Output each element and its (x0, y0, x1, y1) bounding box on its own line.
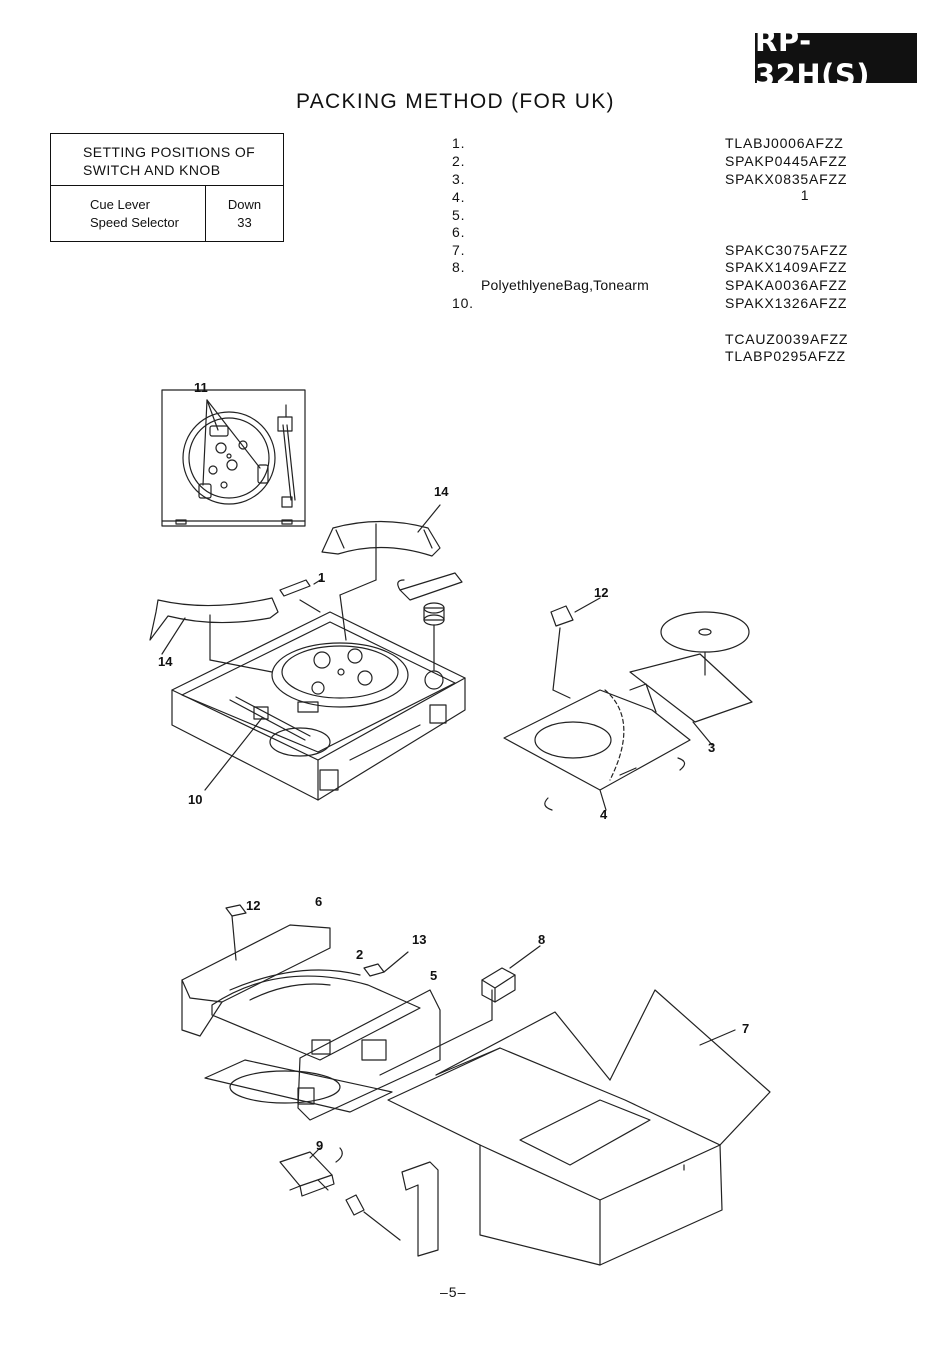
arch-buffer-upper (322, 505, 440, 640)
parts-list-code: SPAKP0445AFZZ (725, 153, 848, 169)
settings-table-header: SETTING POSITIONS OF SWITCH AND KNOB (51, 134, 283, 186)
callout-8: 8 (538, 932, 546, 947)
callout-10: 10 (188, 792, 203, 807)
settings-value-speed-selector: 33 (237, 215, 252, 230)
parts-list-code: 1 (800, 187, 810, 203)
turntable-top-view-inset (162, 390, 305, 526)
callout-14-left: 14 (158, 654, 173, 669)
parts-list-code: SPAKX1409AFZZ (725, 259, 848, 275)
parts-list-code: TCAUZ0039AFZZ (725, 331, 849, 347)
callout-11: 11 (194, 380, 208, 395)
callout-12-lower: 12 (246, 898, 261, 913)
parts-list-code: SPAKX1326AFZZ (725, 295, 848, 311)
parts-list-number: 2. (452, 153, 466, 169)
parts-list-code: TLABJ0006AFZZ (725, 135, 844, 151)
parts-list-code: TLABP0295AFZZ (725, 348, 846, 364)
parts-list-number: 3. (452, 171, 466, 187)
callout-12-upper: 12 (594, 585, 609, 600)
settings-header-line1: SETTING POSITIONS OF (83, 144, 256, 160)
parts-list-number: 6. (452, 224, 466, 240)
callout-9: 9 (316, 1138, 324, 1153)
parts-list-number: 1. (452, 135, 466, 151)
counter-weight (398, 573, 462, 670)
parts-list-code: SPAKA0036AFZZ (725, 277, 848, 293)
packed-unit (182, 905, 540, 1120)
callout-14-upper: 14 (434, 484, 449, 499)
settings-header-line2: SWITCH AND KNOB (83, 162, 221, 178)
settings-value-cue-lever: Down (227, 197, 262, 212)
page-title: PACKING METHOD (FOR UK) (296, 90, 615, 113)
callout-7: 7 (742, 1021, 750, 1036)
parts-list-code: SPAKC3075AFZZ (725, 242, 848, 258)
page-number: –5– (440, 1284, 467, 1300)
parts-list-code: SPAKX0835AFZZ (725, 171, 848, 187)
parts-list: 1. TLABJ0006AFZZ 2. SPAKP0445AFZZ 3. SPA… (0, 0, 950, 370)
carton-box (388, 990, 770, 1265)
callout-2: 2 (356, 947, 364, 962)
settings-labels: Cue Lever Speed Selector (51, 186, 206, 241)
tonearm-clamp-parts (280, 1148, 438, 1256)
record-and-sleeve (504, 598, 752, 810)
parts-list-number: 8. (452, 259, 466, 275)
callout-1: 1 (318, 570, 326, 585)
callout-6: 6 (315, 894, 323, 909)
parts-list-number: 4. (452, 189, 466, 205)
settings-values: Down 33 (206, 186, 283, 251)
parts-list-description: PolyethlyeneBag,Tonearm (481, 277, 650, 293)
turntable-body (172, 612, 465, 800)
parts-list-number: 10. (452, 295, 474, 311)
callout-5: 5 (430, 968, 438, 983)
settings-label-speed-selector: Speed Selector (90, 215, 179, 230)
settings-table: SETTING POSITIONS OF SWITCH AND KNOB Cue… (50, 133, 284, 242)
settings-label-cue-lever: Cue Lever (90, 197, 150, 212)
callout-3: 3 (708, 740, 716, 755)
parts-list-number: 5. (452, 207, 466, 223)
tape-label (280, 579, 322, 612)
callout-13: 13 (412, 932, 427, 947)
callout-4: 4 (600, 807, 608, 822)
parts-list-number: 7. (452, 242, 466, 258)
